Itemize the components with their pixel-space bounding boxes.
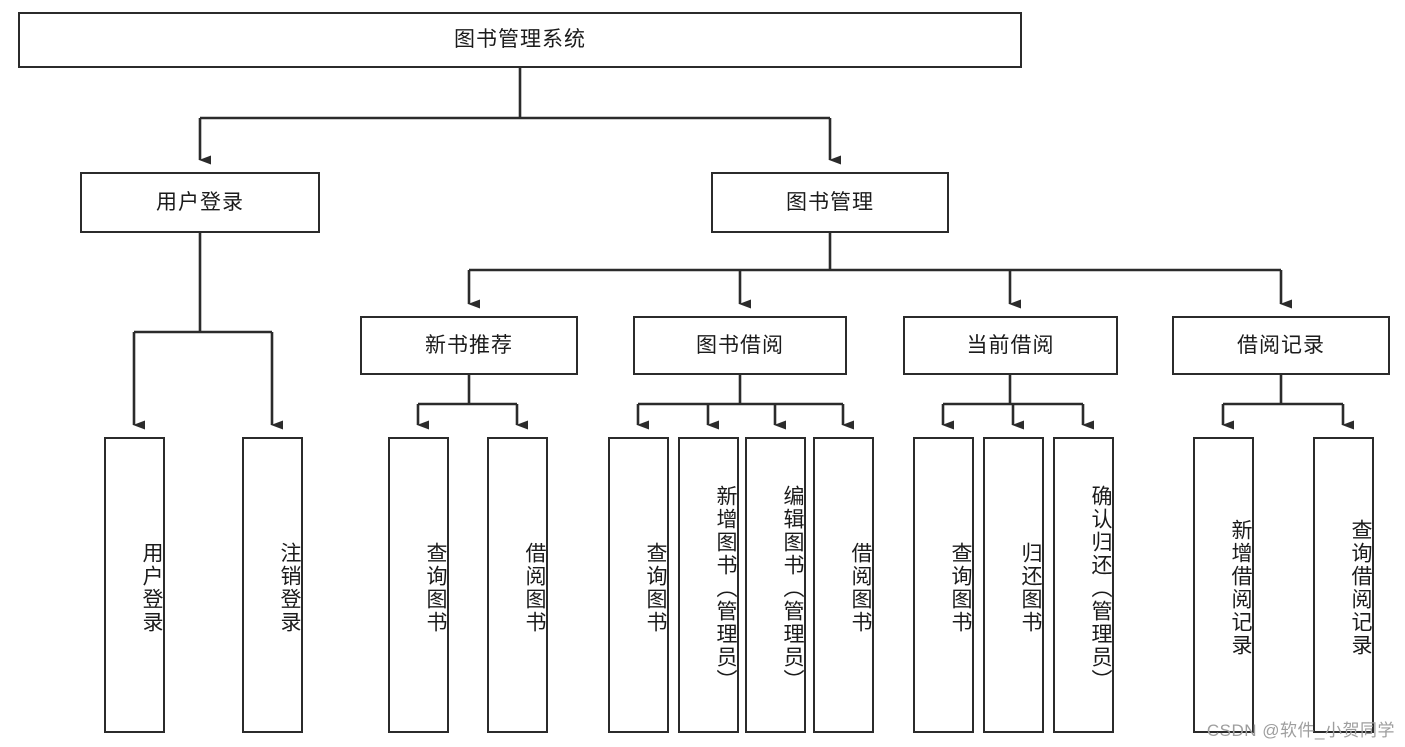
leaf-confirm-return-admin[interactable]: 确认归还（管理员）: [1053, 437, 1114, 733]
node-current-borrow[interactable]: 当前借阅: [903, 316, 1118, 375]
leaf-borrow-book-1[interactable]: 借阅图书: [487, 437, 548, 733]
node-borrow-records[interactable]: 借阅记录: [1172, 316, 1390, 375]
leaf-query-book-2-label: 查询图书: [644, 542, 667, 634]
leaf-borrow-book-2-label: 借阅图书: [849, 542, 872, 634]
node-root[interactable]: 图书管理系统: [18, 12, 1022, 68]
leaf-add-borrow-record[interactable]: 新增借阅记录: [1193, 437, 1254, 733]
leaf-query-borrow-record-label: 查询借阅记录: [1349, 519, 1372, 657]
node-new-book-recommend[interactable]: 新书推荐: [360, 316, 578, 375]
node-user-login[interactable]: 用户登录: [80, 172, 320, 233]
leaf-query-book-2[interactable]: 查询图书: [608, 437, 669, 733]
node-borrow-records-label: 借阅记录: [1237, 333, 1325, 357]
leaf-logout[interactable]: 注销登录: [242, 437, 303, 733]
node-current-borrow-label: 当前借阅: [966, 333, 1055, 357]
node-book-borrow-label: 图书借阅: [696, 333, 784, 357]
leaf-query-borrow-record[interactable]: 查询借阅记录: [1313, 437, 1374, 733]
node-new-book-recommend-label: 新书推荐: [425, 333, 513, 357]
leaf-add-book-admin[interactable]: 新增图书（管理员）: [678, 437, 739, 733]
leaf-query-book-1-label: 查询图书: [424, 542, 447, 634]
leaf-logout-label: 注销登录: [278, 542, 301, 634]
leaf-return-book-label: 归还图书: [1019, 542, 1042, 634]
leaf-add-borrow-record-label: 新增借阅记录: [1229, 519, 1252, 657]
leaf-user-login[interactable]: 用户登录: [104, 437, 165, 733]
leaf-add-book-admin-label: 新增图书（管理员）: [714, 484, 737, 692]
node-book-management-label: 图书管理: [786, 190, 874, 214]
leaf-edit-book-admin-label: 编辑图书（管理员）: [781, 484, 804, 692]
leaf-user-login-label: 用户登录: [140, 542, 163, 634]
leaf-confirm-return-admin-label: 确认归还（管理员）: [1089, 484, 1112, 692]
leaf-return-book[interactable]: 归还图书: [983, 437, 1044, 733]
leaf-query-book-1[interactable]: 查询图书: [388, 437, 449, 733]
node-user-login-label: 用户登录: [156, 190, 244, 214]
leaf-query-book-3-label: 查询图书: [949, 542, 972, 634]
leaf-query-book-3[interactable]: 查询图书: [913, 437, 974, 733]
leaf-borrow-book-1-label: 借阅图书: [523, 542, 546, 634]
node-book-management[interactable]: 图书管理: [711, 172, 949, 233]
node-book-borrow[interactable]: 图书借阅: [633, 316, 847, 375]
leaf-borrow-book-2[interactable]: 借阅图书: [813, 437, 874, 733]
leaf-edit-book-admin[interactable]: 编辑图书（管理员）: [745, 437, 806, 733]
node-root-label: 图书管理系统: [454, 28, 586, 52]
